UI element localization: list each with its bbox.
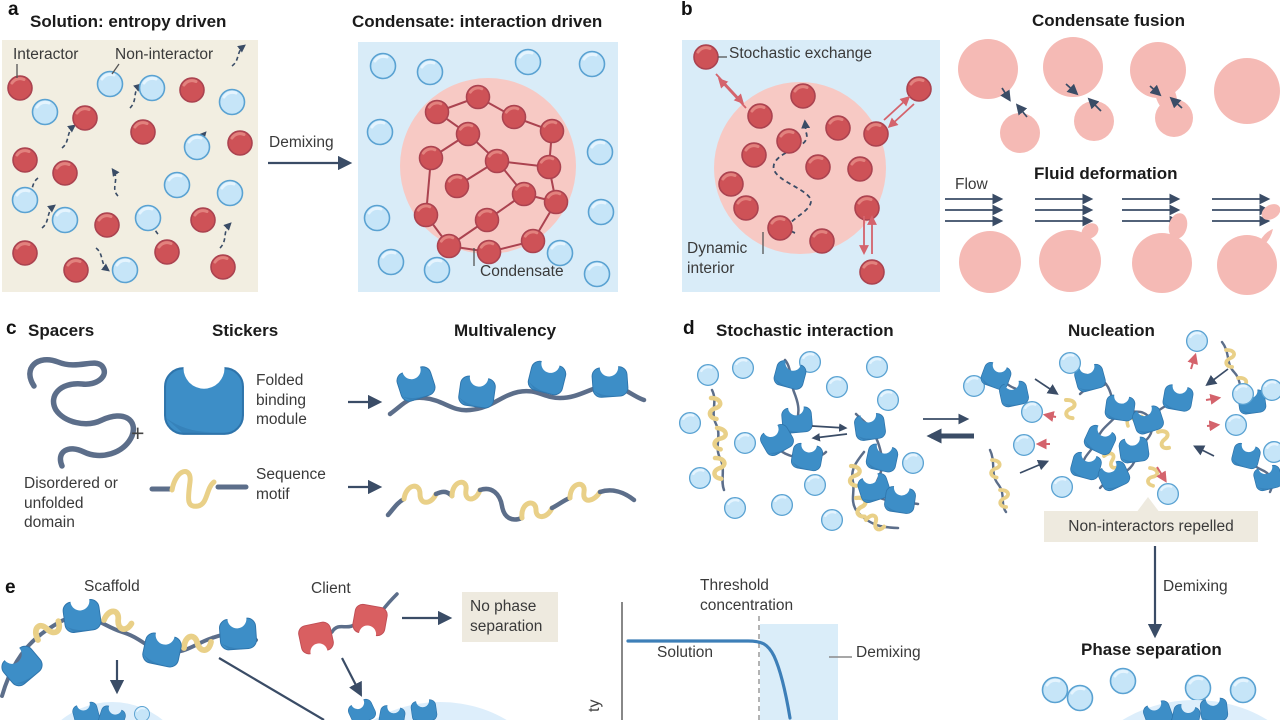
flow-arrows [945, 193, 1004, 227]
nucleation-cloud [979, 329, 1280, 514]
y-axis-label-fragment: ty [586, 699, 603, 712]
condensate-title: Condensate: interaction driven [352, 12, 603, 31]
solution-box [2, 40, 258, 292]
fluid-deformation-sequence [959, 193, 1280, 295]
panel-letter-a: a [8, 0, 19, 20]
condensate-fusion-title: Condensate fusion [1032, 11, 1186, 30]
panel-e-art [0, 592, 852, 720]
scaffold-condensate-blob [61, 701, 163, 720]
non-interactors-repelled-callout: Non-interactors repelled [1044, 511, 1258, 542]
shear-arrows [1035, 193, 1271, 227]
attraction-arrows [1019, 368, 1229, 474]
scaffold-chain-right [847, 413, 920, 532]
dynamic-interior-label: Dynamic interior [687, 240, 748, 277]
folded-binding-module-label: Folded binding module [256, 372, 307, 428]
panel-b-art [682, 37, 1280, 295]
threshold-concentration-label: Threshold concentration [700, 577, 794, 614]
panel-letter-b: b [681, 0, 693, 20]
client-condensate-blob [330, 697, 507, 720]
free-motif-chain [707, 388, 727, 492]
panel-a-art [2, 40, 618, 292]
spacers-title: Spacers [28, 321, 95, 340]
stickers-title: Stickers [212, 321, 279, 340]
scaffold-molecule [0, 598, 258, 698]
solution-region-label: Solution [657, 644, 714, 661]
multivalency-title: Multivalency [454, 321, 557, 340]
fluid-deformation-title: Fluid deformation [1034, 164, 1178, 183]
equilibrium-arrows [923, 413, 974, 444]
disordered-domain-squiggle [27, 356, 137, 469]
callout-tail [1136, 497, 1160, 513]
solution-title: Solution: entropy driven [30, 12, 227, 31]
demixing-region [760, 624, 838, 720]
panel-d-art [678, 329, 1280, 720]
condensate-label: Condensate [480, 263, 564, 280]
nucleus-network [1063, 363, 1194, 493]
stochastic-interaction-title: Stochastic interaction [716, 321, 894, 340]
scaffold-chain-left [758, 359, 828, 472]
demixing-region-label: Demixing [856, 644, 921, 661]
interactor-label: Interactor [13, 46, 79, 63]
panel-letter-d: d [683, 318, 695, 339]
non-interactor-label: Non-interactor [115, 46, 214, 63]
flow-label: Flow [955, 176, 988, 193]
no-phase-separation-box: No phase separation [462, 592, 558, 642]
non-interactor-leader-line [111, 63, 120, 75]
client-to-condensate-arrow [341, 657, 362, 697]
solubility-curve [626, 639, 792, 720]
sequence-motif-label: Sequence motif [256, 466, 326, 503]
stochastic-exchange-label: Stochastic exchange [729, 45, 873, 62]
client-label: Client [311, 580, 351, 597]
nucleation-title: Nucleation [1068, 321, 1155, 340]
demixing-label-a: Demixing [269, 134, 334, 151]
plus-sign: + [131, 420, 145, 446]
threshold-graph [621, 602, 852, 720]
sequence-motif-icon [149, 469, 249, 509]
exchange-arrows [715, 73, 915, 255]
multivalent-folded-chain [348, 359, 647, 417]
panel-letter-e: e [5, 577, 16, 598]
disordered-domain-label: Disordered or unfolded domain [24, 475, 118, 531]
dilute-solution-cloud [678, 350, 986, 532]
condensate-fusion-sequence [958, 37, 1280, 153]
panel-letter-c: c [6, 318, 17, 339]
multivalent-motif-chain [348, 479, 637, 522]
folded-binding-module-icon [165, 368, 243, 434]
repulsion-arrows [1035, 352, 1222, 483]
client-molecule [297, 592, 399, 655]
phase-separated-result [1041, 667, 1268, 720]
scaffold-label: Scaffold [84, 578, 140, 595]
panel-c-art [27, 356, 647, 522]
transient-binding-arrows [811, 423, 848, 442]
demixing-label-d: Demixing [1163, 578, 1228, 595]
phase-separation-title: Phase separation [1081, 640, 1222, 659]
scaffold-to-client-condensate-line [218, 657, 325, 720]
